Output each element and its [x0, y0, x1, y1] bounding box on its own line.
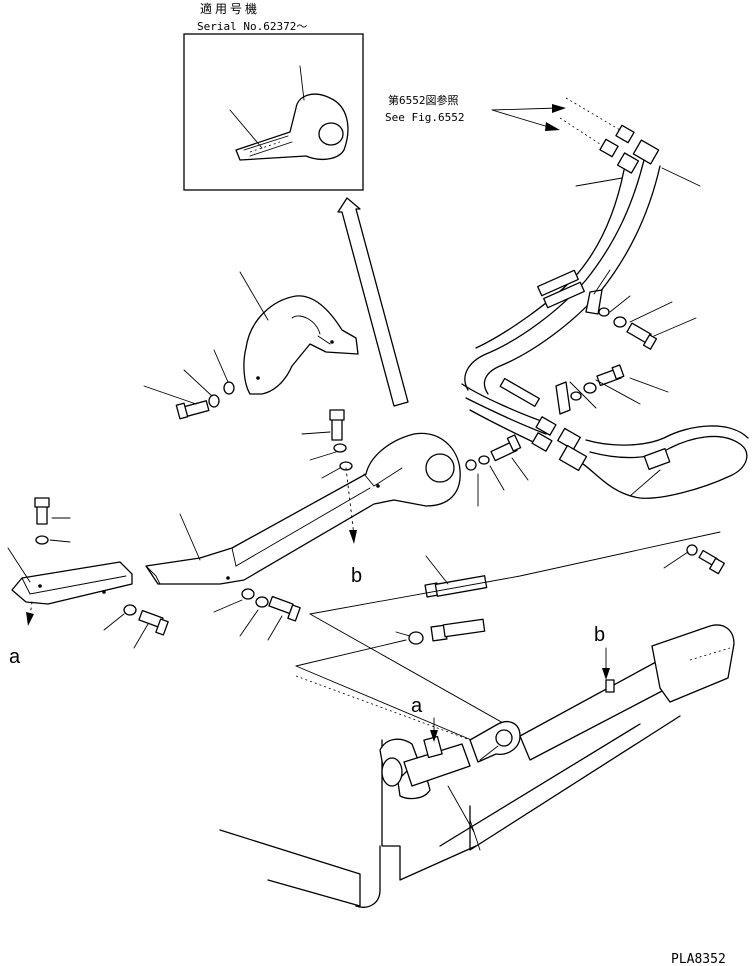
clamp-hardware-middle: [555, 364, 669, 415]
bolt-set-right: [663, 544, 725, 575]
drawing-code: PLA8352: [671, 952, 726, 966]
callout-b-right: b: [594, 624, 605, 646]
left-guard-part: a: [7, 547, 133, 668]
inset-pointer-arrow: [337, 197, 409, 407]
reference-label-en: See Fig.6552: [385, 111, 464, 124]
long-bolt-upper: [424, 555, 488, 598]
cover-part: [239, 271, 359, 395]
center-guard-part: [145, 432, 461, 585]
inset-panel: 適用号機 Serial No.62372～: [183, 1, 364, 191]
main-frame-assembly: [219, 624, 735, 908]
reference-note: 第6552図参照 See Fig.6552: [385, 93, 566, 131]
callout-b-right-group: b: [594, 624, 610, 680]
inset-frame: [183, 33, 364, 191]
callout-a-right: a: [411, 695, 423, 717]
bolt-set-left-guard: [34, 497, 169, 649]
inset-applicability-label: 適用号機: [200, 1, 260, 16]
inset-cover-part: [229, 65, 349, 161]
clamp-hardware-upper: [585, 269, 697, 350]
callout-b-left: b: [351, 565, 362, 587]
hydraulic-hoses: [461, 159, 749, 499]
upper-hose-fittings: [559, 97, 701, 187]
hose-end-fittings: [499, 377, 588, 472]
bolt-set-guard-top: b: [301, 409, 362, 587]
reference-label-jp: 第6552図参照: [388, 93, 459, 107]
callout-a-left: a: [9, 646, 21, 668]
inset-serial-label: Serial No.62372～: [197, 20, 307, 33]
bolt-set-cover: [143, 349, 235, 420]
bolt-set-guard-bottom: [213, 588, 301, 641]
long-bolt-lower: [395, 618, 486, 645]
callout-a-right-group: a: [411, 695, 438, 742]
bolt-set-center: [465, 434, 529, 507]
projection-lines: [295, 531, 721, 753]
